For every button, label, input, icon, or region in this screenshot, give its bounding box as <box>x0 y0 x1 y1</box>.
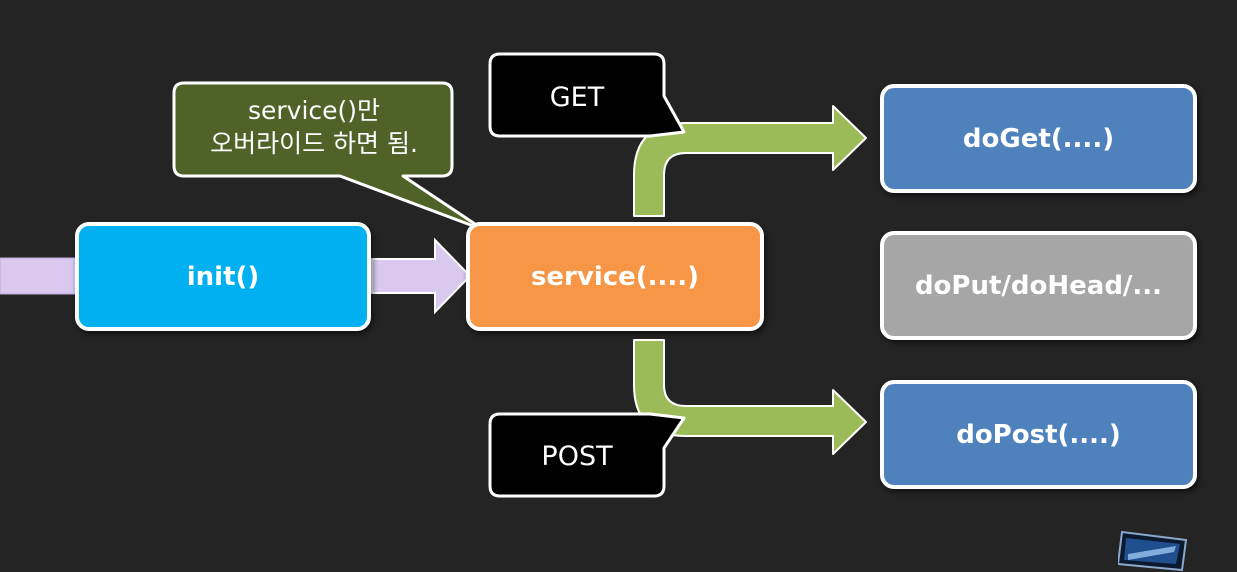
doget-node: doGet(....) <box>880 84 1197 193</box>
override-note: service()만 오버라이드 하면 됨. <box>176 94 452 160</box>
doput-node: doPut/doHead/... <box>880 231 1197 340</box>
init-node: init() <box>75 222 371 331</box>
service-node: service(....) <box>466 222 764 331</box>
override-note-line1: service()만 <box>247 96 381 125</box>
get-label-callout <box>488 52 686 138</box>
get-label: GET <box>549 82 605 113</box>
presentation-logo-icon <box>1118 530 1188 572</box>
post-label-callout <box>488 412 686 498</box>
note-callout <box>172 81 486 232</box>
post-arrow <box>633 339 867 455</box>
get-arrow <box>633 105 867 217</box>
init-to-service-arrow <box>371 237 472 315</box>
post-label: POST <box>541 441 613 472</box>
dopost-node: doPost(....) <box>880 380 1197 489</box>
override-note-line2: 오버라이드 하면 됨. <box>210 129 418 158</box>
incoming-arrow <box>0 257 81 295</box>
